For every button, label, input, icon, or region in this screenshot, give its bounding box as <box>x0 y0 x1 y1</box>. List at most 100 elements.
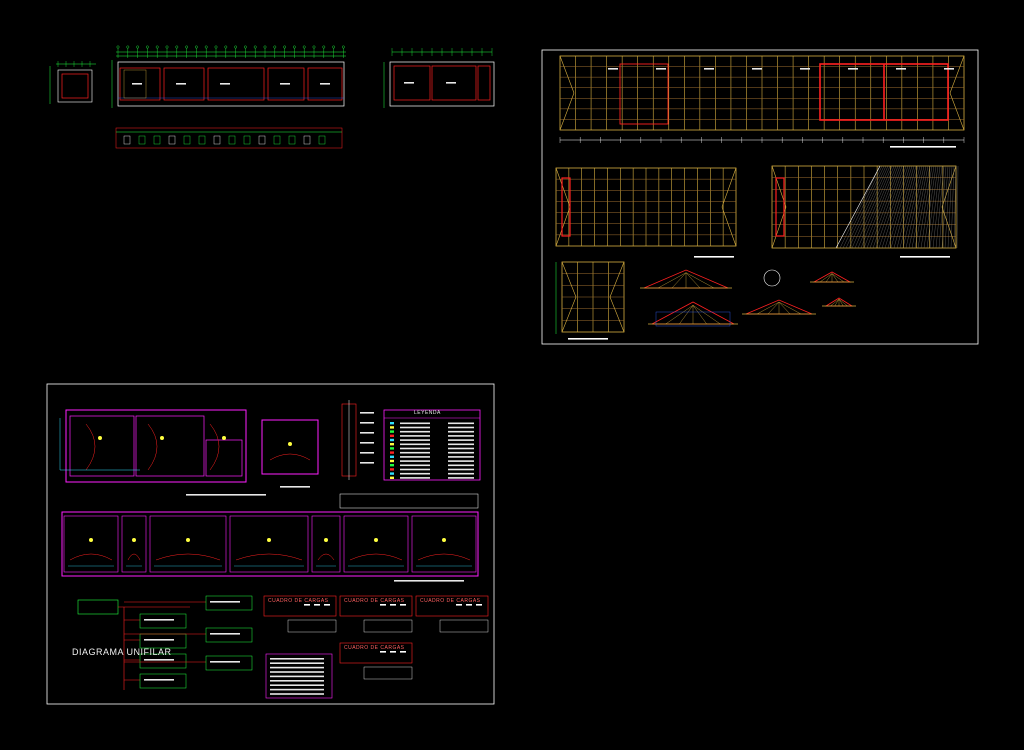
luminaire-symbol <box>186 538 190 542</box>
circuit-arc <box>69 553 113 561</box>
circuit-arc <box>155 553 221 561</box>
legend-symbol <box>390 447 394 450</box>
architectural-plans-group[interactable] <box>49 45 495 149</box>
main-roof-framing-hip <box>949 92 965 131</box>
detail-framing-hip <box>561 261 577 298</box>
elevation-window <box>138 135 146 145</box>
grid-bubble <box>185 45 189 49</box>
legend-text <box>400 426 430 429</box>
electrical-installation-sheet[interactable] <box>46 383 495 705</box>
grid-bubble <box>263 45 267 49</box>
roof-truss-detail-web <box>778 301 802 315</box>
grid-bubble <box>175 45 179 49</box>
sub-panel-box <box>139 653 187 669</box>
elevation-window <box>228 135 236 145</box>
load-board-title-1: CUADRO DE CARGAS <box>268 598 329 604</box>
right-plan-outline <box>389 61 495 107</box>
roof-sheet-frame <box>541 49 979 345</box>
legend-symbol <box>390 426 394 429</box>
roof-member-tag <box>704 68 714 70</box>
detail-framing-hip <box>609 261 625 298</box>
detail-note <box>360 442 374 444</box>
truss-detail-small-web <box>838 299 844 307</box>
roof-truss-elevation-web <box>685 272 715 289</box>
legend-text <box>448 456 474 458</box>
legend-text <box>400 451 430 454</box>
wall-section <box>655 311 731 327</box>
hatch-line <box>878 165 907 249</box>
legend-text <box>400 422 430 425</box>
room-label <box>132 83 142 85</box>
luminaire-symbol <box>442 538 446 542</box>
note-line <box>270 671 324 673</box>
elevation-window <box>318 135 326 145</box>
roof-truss-detail-web <box>756 301 780 315</box>
circuit-arc <box>85 423 96 471</box>
load-board-cell <box>380 604 386 606</box>
hatch-line <box>863 165 897 249</box>
grid-bubble <box>283 45 286 49</box>
truss-detail-small-web <box>825 273 833 283</box>
hatch-line <box>905 165 925 249</box>
load-board-table <box>415 595 489 617</box>
grid-bubble <box>292 45 296 49</box>
room-outline <box>229 515 309 573</box>
legend-symbol <box>390 430 394 433</box>
hatch-line <box>941 165 949 249</box>
hatch-line <box>935 165 945 249</box>
grid-bubble <box>322 45 326 49</box>
circuit-arc <box>209 423 220 471</box>
plan-title <box>394 580 464 582</box>
legend-title: LEYENDA <box>414 410 441 416</box>
hatch-line <box>869 165 901 249</box>
luminaire-symbol <box>98 436 102 440</box>
sub-panel-text <box>210 601 240 603</box>
roof-truss-section-web <box>665 305 694 325</box>
lower-plan-walls <box>61 511 479 577</box>
sub-panel-text <box>144 659 174 661</box>
load-board-cell <box>324 604 330 606</box>
legend-symbol <box>390 459 394 463</box>
hatch-line <box>938 165 947 249</box>
legend-text <box>448 435 474 437</box>
grid-bubble <box>243 45 247 49</box>
sub-panel-box <box>139 613 187 629</box>
main-roof-framing-hip <box>559 55 575 94</box>
load-board-cell <box>304 604 310 606</box>
roof-member-tag <box>896 68 906 70</box>
circuit-arc <box>269 453 311 461</box>
grid-bubble <box>332 45 335 49</box>
elevation-window <box>243 135 251 145</box>
roof-framing-left-hip <box>721 167 737 208</box>
load-board-cell <box>390 651 396 653</box>
sub-panel-box <box>139 673 187 689</box>
luminaire-symbol <box>89 538 93 542</box>
hatch-line <box>899 165 921 249</box>
hatch-line <box>917 165 933 249</box>
room-walls <box>307 67 343 101</box>
hatch-line <box>890 165 915 249</box>
hatch-line <box>857 165 893 249</box>
detail-note <box>360 422 374 424</box>
roof-truss-elevation-web <box>657 272 687 289</box>
luminaire-symbol <box>160 436 164 440</box>
detail-note <box>360 412 374 414</box>
plan-title <box>280 486 310 488</box>
legend-text <box>448 430 474 433</box>
elevation-window <box>123 135 131 145</box>
room-label <box>320 83 330 85</box>
sub-panel-box <box>205 655 253 671</box>
legend-text <box>400 460 430 462</box>
load-board-table <box>263 595 337 617</box>
roof-framing-sheet[interactable] <box>541 49 979 345</box>
roof-member-tag <box>656 68 666 70</box>
room-label <box>280 83 290 85</box>
hatch-line <box>875 165 905 249</box>
sub-panel-text <box>144 679 174 681</box>
room-outline <box>135 415 205 477</box>
main-roof-framing-hip <box>949 55 965 94</box>
grid-bubble <box>165 45 169 49</box>
legend-text <box>448 464 474 467</box>
room-walls <box>207 67 265 101</box>
